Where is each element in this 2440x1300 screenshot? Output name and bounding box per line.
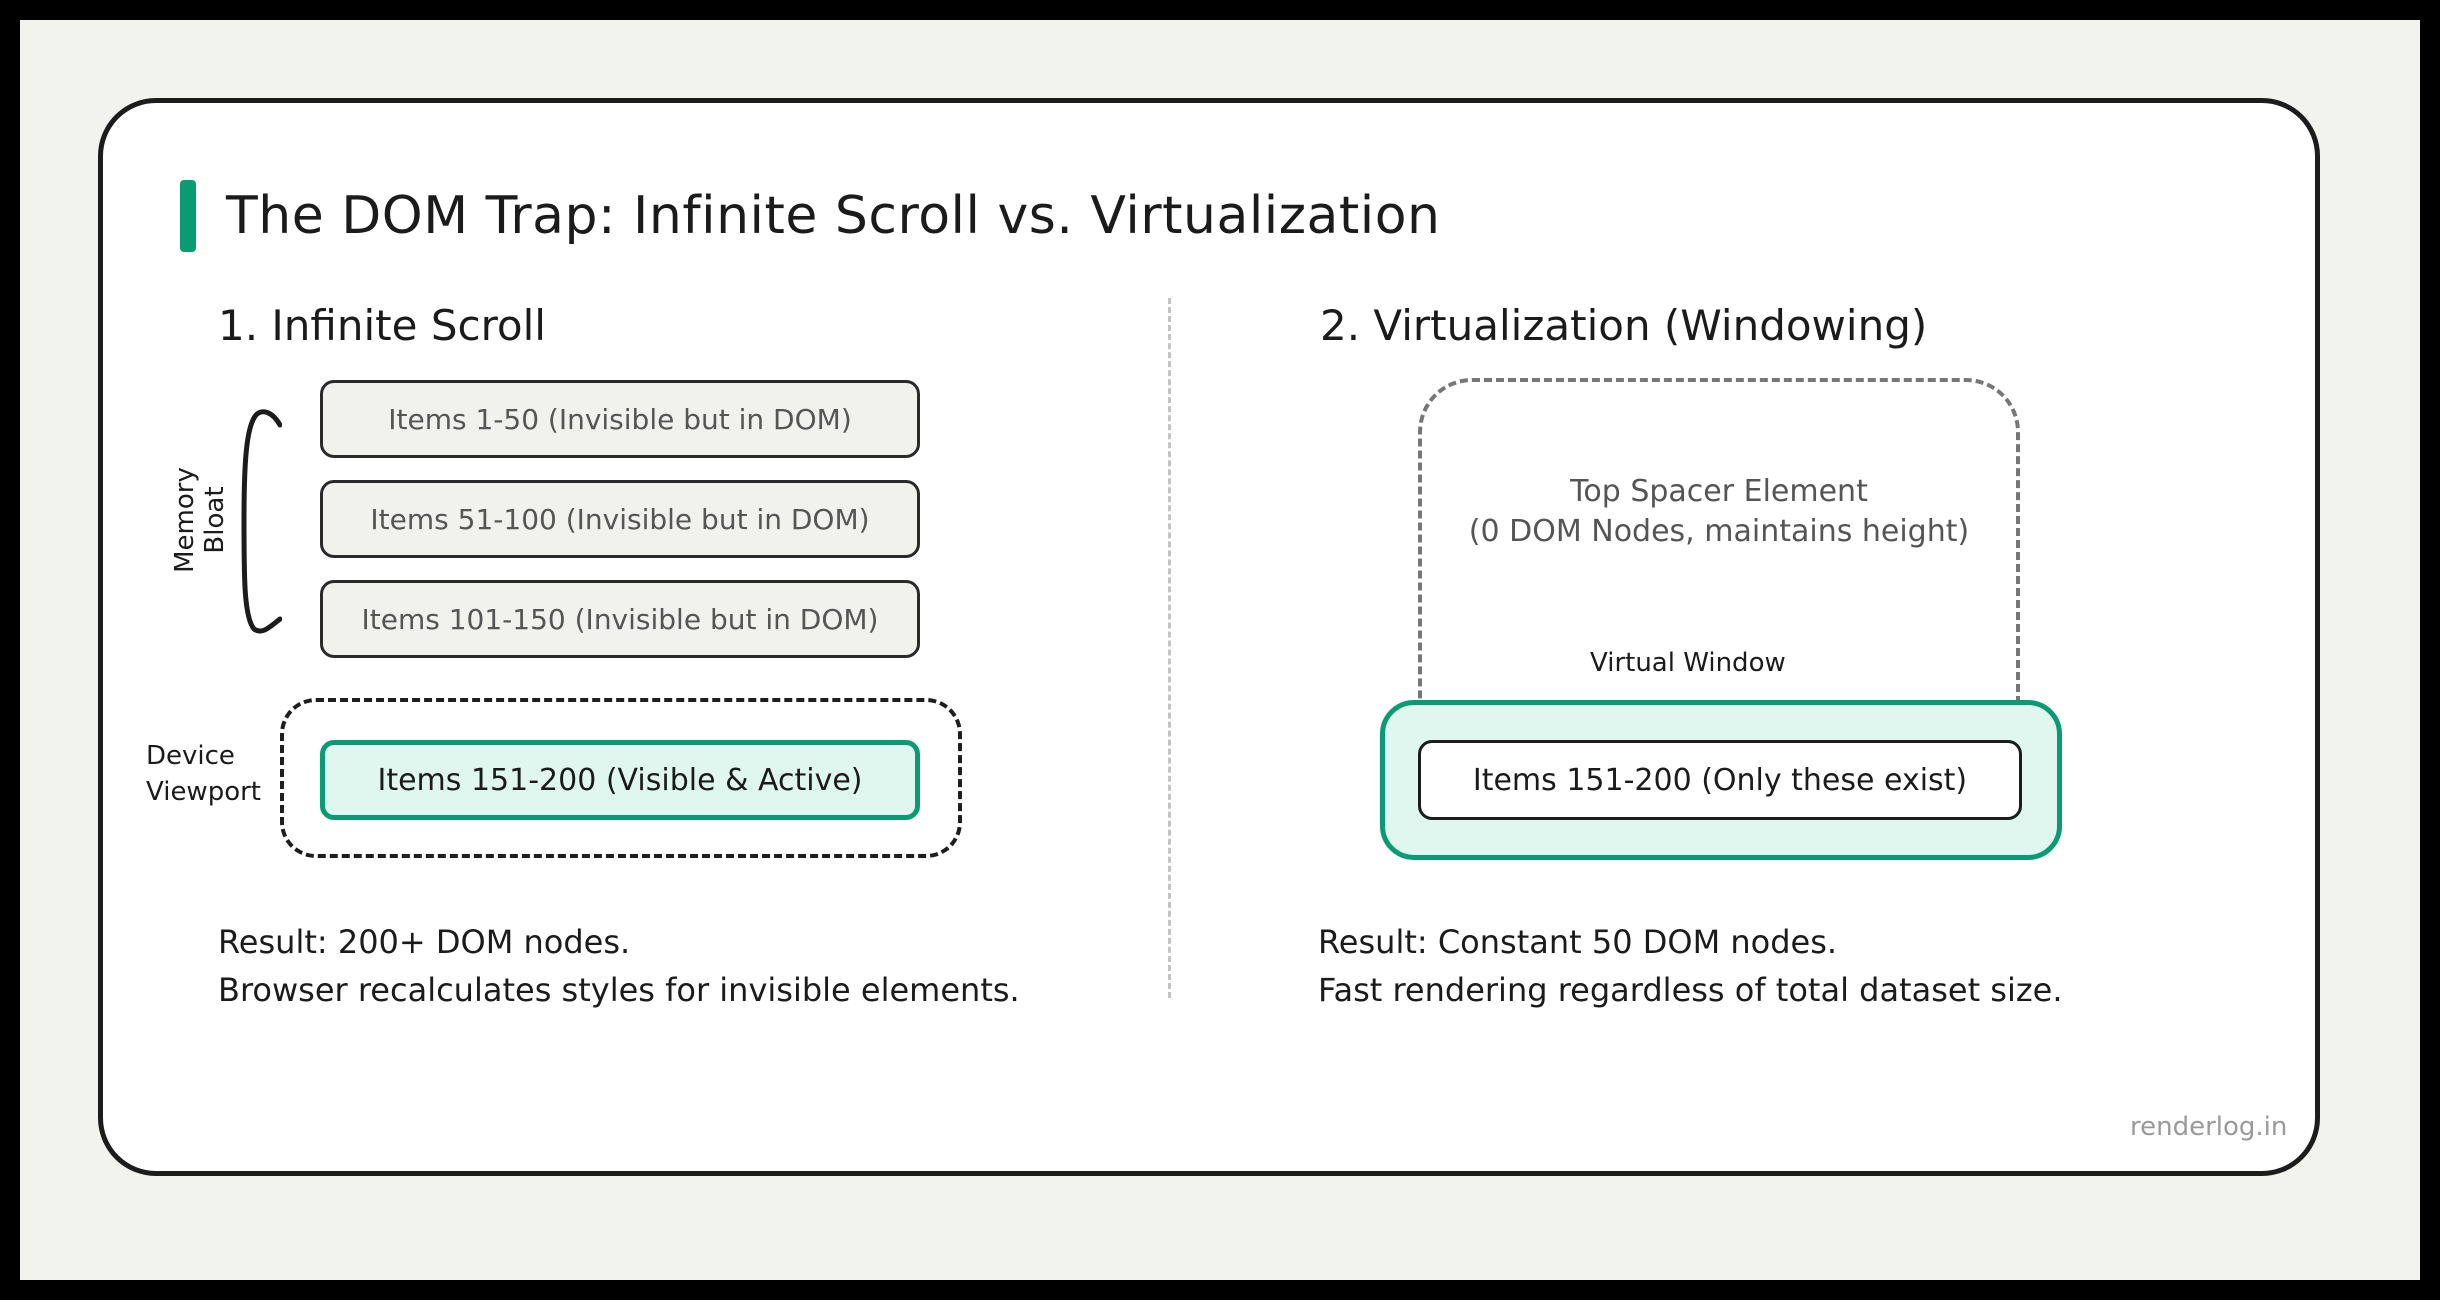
memory-bloat-line1: Memory: [170, 467, 200, 573]
spacer-line2: (0 DOM Nodes, maintains height): [1468, 514, 1970, 549]
section-divider: [1168, 298, 1171, 998]
active-item-box: Items 151-200 (Visible & Active): [320, 740, 920, 820]
memory-bloat-line2: Bloat: [200, 486, 230, 554]
rendered-item-box: Items 151-200 (Only these exist): [1418, 740, 2022, 820]
dom-item-box: Items 101-150 (Invisible but in DOM): [320, 580, 920, 658]
device-viewport-line1: Device: [146, 741, 235, 771]
title-accent-bar: [180, 180, 196, 252]
left-result-line1: Result: 200+ DOM nodes.: [218, 923, 631, 961]
top-spacer-text: Top Spacer Element (0 DOM Nodes, maintai…: [1418, 472, 2020, 552]
dom-item-label: Items 101-150 (Invisible but in DOM): [361, 602, 879, 636]
rendered-item-label: Items 151-200 (Only these exist): [1472, 762, 1968, 798]
infinite-scroll-heading: 1. Infinite Scroll: [218, 301, 546, 350]
device-viewport-label: Device Viewport: [146, 738, 261, 810]
device-viewport-frame: [280, 698, 962, 858]
watermark: renderlog.in: [2130, 1112, 2288, 1142]
dom-item-label: Items 51-100 (Invisible but in DOM): [370, 502, 870, 536]
device-viewport-line2: Viewport: [146, 777, 261, 807]
active-item-label: Items 151-200 (Visible & Active): [377, 762, 863, 798]
left-result-line2: Browser recalculates styles for invisibl…: [218, 971, 1020, 1009]
spacer-line1: Top Spacer Element: [1570, 474, 1868, 509]
right-result-line1: Result: Constant 50 DOM nodes.: [1318, 923, 1838, 961]
dom-item-box: Items 51-100 (Invisible but in DOM): [320, 480, 920, 558]
virtualization-heading: 2. Virtualization (Windowing): [1320, 301, 1928, 350]
diagram-title: The DOM Trap: Infinite Scroll vs. Virtua…: [226, 186, 1441, 246]
virtual-window-label: Virtual Window: [1590, 648, 1786, 678]
dom-item-box: Items 1-50 (Invisible but in DOM): [320, 380, 920, 458]
dom-item-label: Items 1-50 (Invisible but in DOM): [388, 402, 852, 436]
right-result-line2: Fast rendering regardless of total datas…: [1318, 971, 2063, 1009]
bracket-icon: [241, 409, 282, 634]
top-spacer-frame: [1418, 378, 2020, 758]
